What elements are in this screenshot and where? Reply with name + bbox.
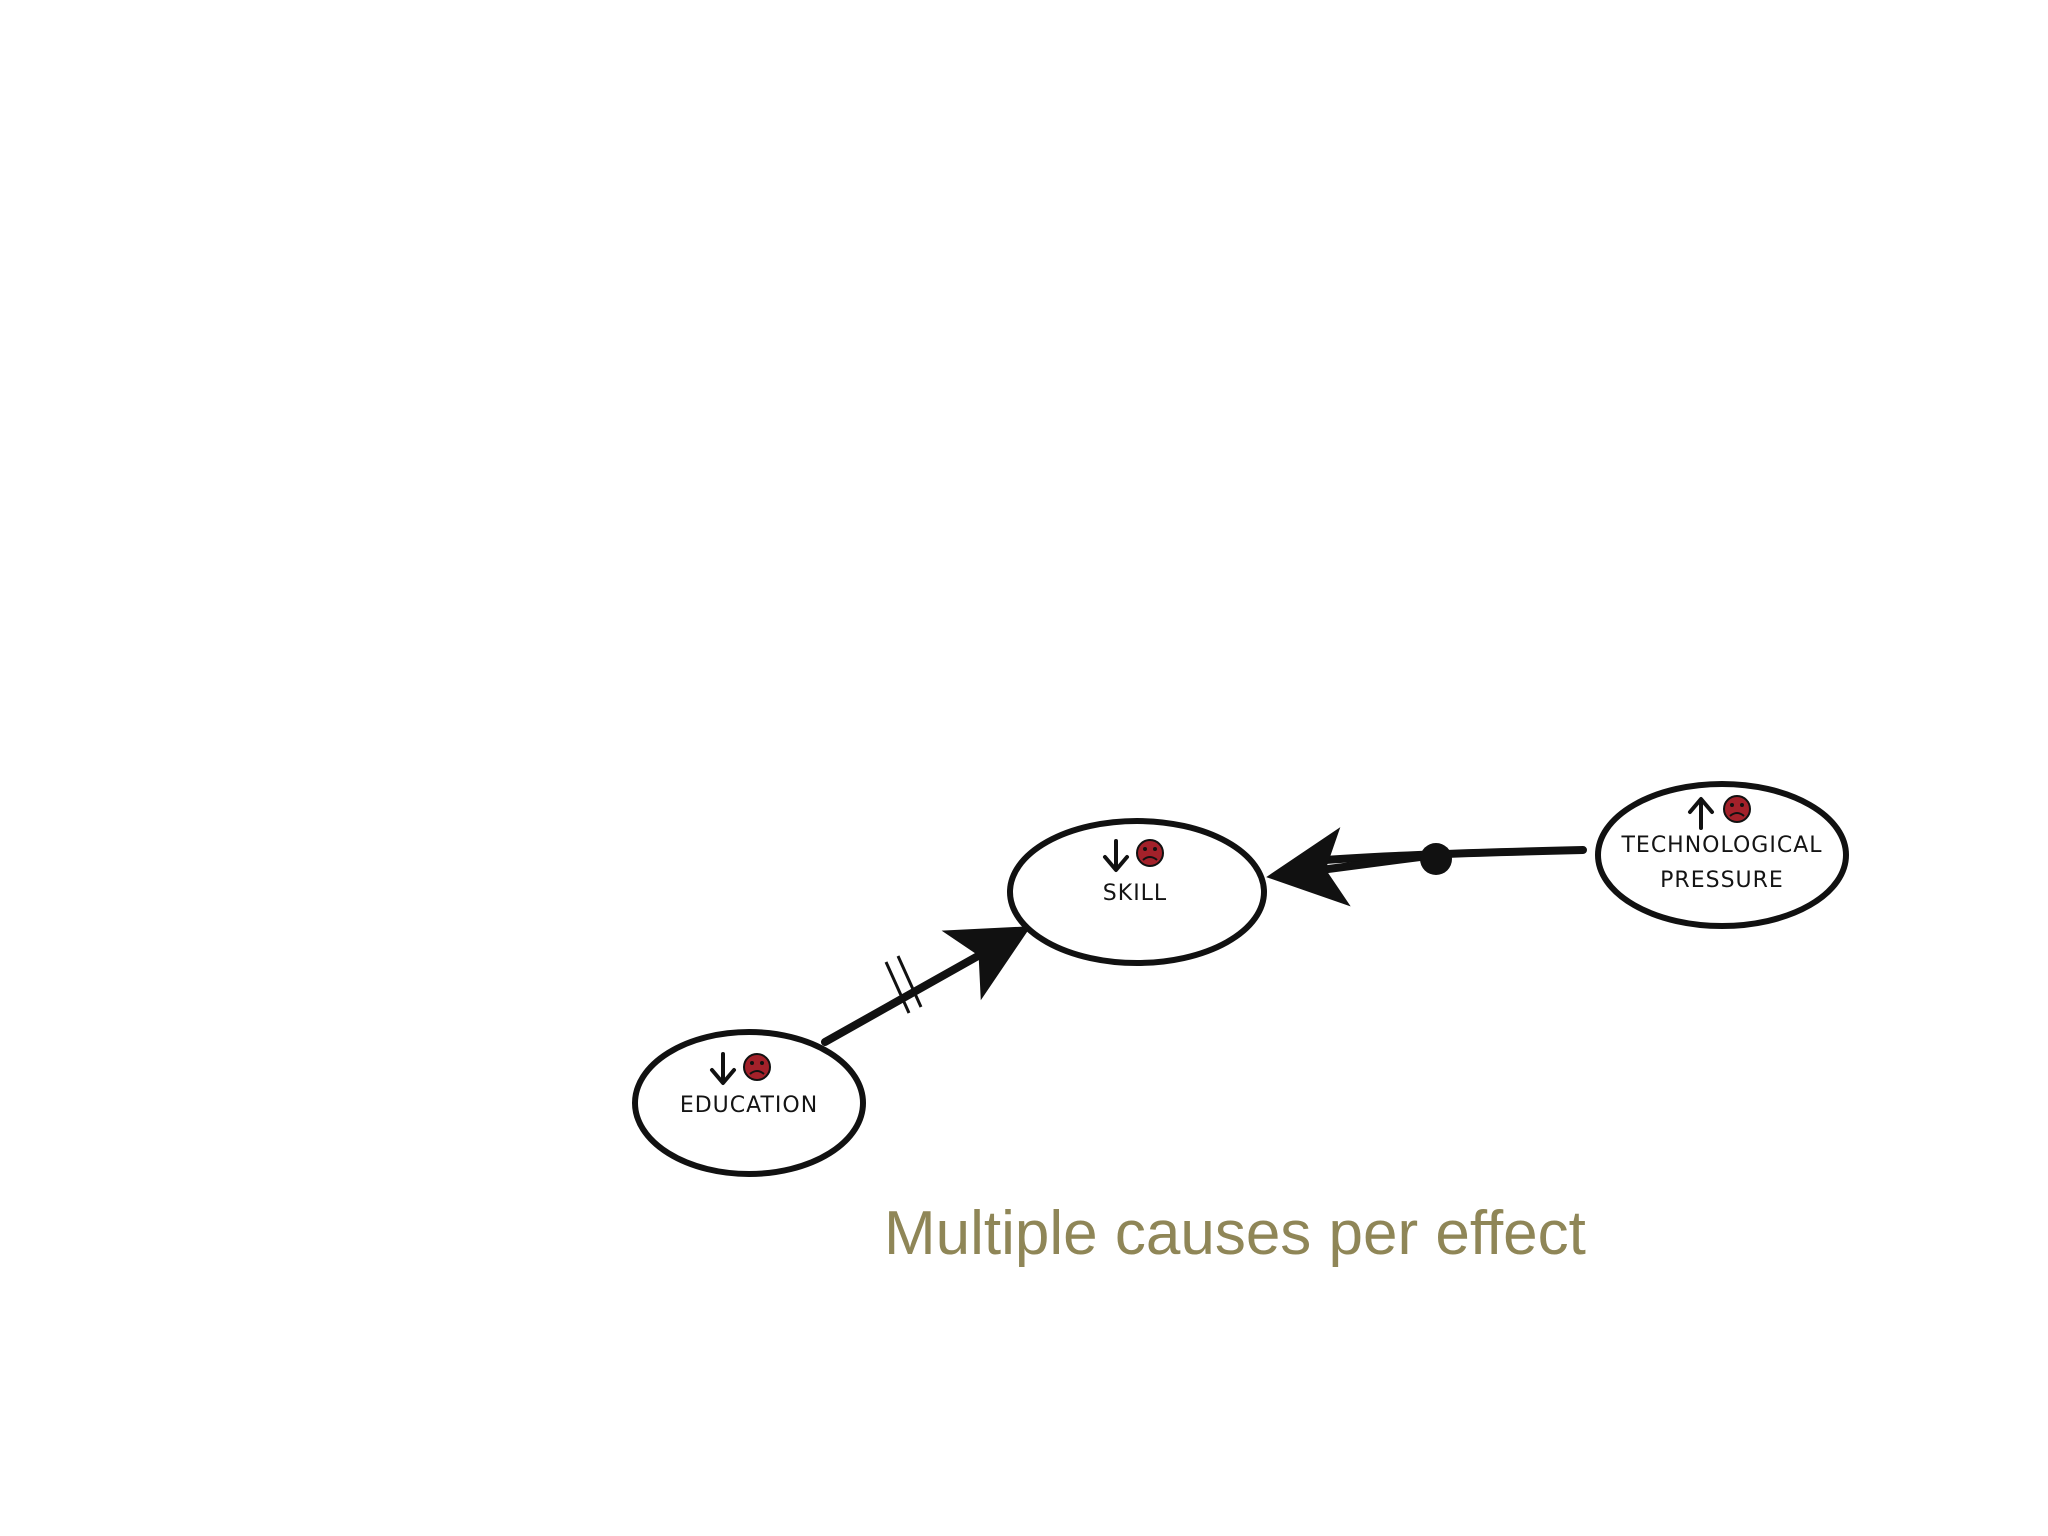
delay-marker-icon <box>884 955 923 1014</box>
edge-education-to-skill <box>821 926 1031 1046</box>
node-education: EDUCATION <box>632 1029 866 1177</box>
node-skill: SKILL <box>1007 818 1267 966</box>
dot-marker-icon <box>1420 843 1452 875</box>
node-skill-label: SKILL <box>1103 881 1167 906</box>
node-education-ellipse <box>632 1029 866 1177</box>
node-skill-ellipse <box>1007 818 1267 966</box>
edge-line-tech-skill-b <box>1266 827 1424 907</box>
sad-face-icon <box>743 1053 771 1081</box>
node-education-label: EDUCATION <box>680 1093 818 1118</box>
down-arrow-icon <box>710 1052 736 1085</box>
node-technological-pressure: TECHNOLOGICAL PRESSURE <box>1595 781 1849 929</box>
up-arrow-icon <box>1688 797 1714 830</box>
node-technological-pressure-label-line-1: TECHNOLOGICAL <box>1620 833 1822 858</box>
edge-technological-pressure-to-skill <box>1266 827 1587 907</box>
node-technological-pressure-ellipse <box>1595 781 1849 929</box>
edge-line-education-skill <box>821 926 1031 1046</box>
sad-face-icon <box>1136 839 1164 867</box>
node-technological-pressure-label-line-2: PRESSURE <box>1660 868 1784 893</box>
sad-face-icon <box>1723 795 1751 823</box>
down-arrow-icon <box>1103 839 1129 872</box>
slide-caption: Multiple causes per effect <box>884 1199 1586 1268</box>
